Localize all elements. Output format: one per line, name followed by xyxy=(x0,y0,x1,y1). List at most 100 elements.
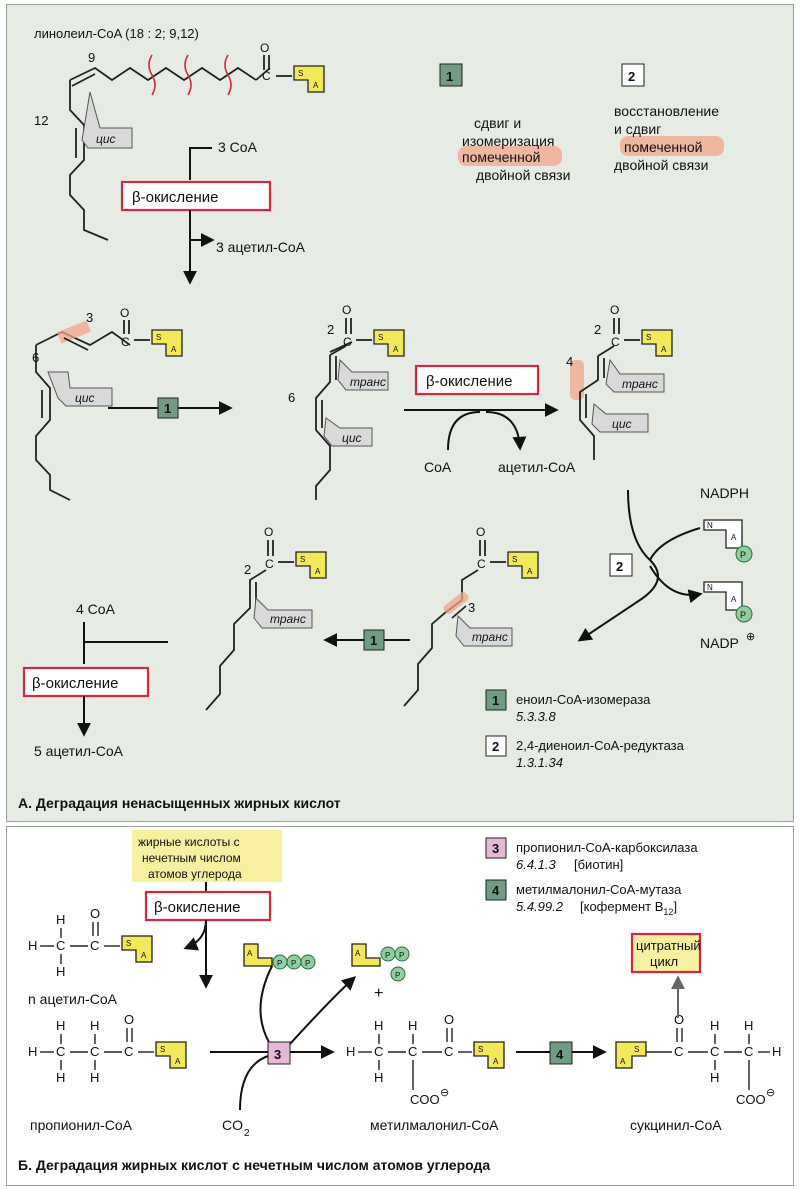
nadp-a: A xyxy=(731,595,737,604)
badge-2-legend-label: 2 xyxy=(628,69,635,84)
n-acetyl-label: n ацетил-CoA xyxy=(28,991,118,1007)
coa-tag-icon xyxy=(293,65,325,93)
succ-c-1: C xyxy=(674,1044,683,1059)
cis-callout-1: цис xyxy=(81,91,133,149)
nadp-p: P xyxy=(740,610,746,620)
cis-label-2: цис xyxy=(75,391,95,405)
prop-h-4: H xyxy=(90,1070,99,1085)
succ-coo-charge: ⊖ xyxy=(766,1087,775,1099)
coa3-label: 3 CoA xyxy=(218,139,258,155)
succ-c-2: C xyxy=(710,1044,719,1059)
adp-pi-icon: A P P P xyxy=(351,943,410,982)
badge-2a-label: 2 xyxy=(616,559,623,574)
beta-oxidation-box-1 xyxy=(120,180,272,212)
badge-3-label: 3 xyxy=(274,1047,281,1062)
trans-label-4: транс xyxy=(270,612,306,626)
badge-1-key-label: 1 xyxy=(492,693,499,708)
coa-tag-icon xyxy=(121,935,153,963)
acetyl-h-left: H xyxy=(28,938,37,953)
step2-line-2: и сдвиг xyxy=(614,121,661,137)
num-3b: 3 xyxy=(468,600,475,615)
nadph-icon: N A P xyxy=(703,519,753,563)
succ-h-right: H xyxy=(772,1044,781,1059)
enoyl-3-chain: O C xyxy=(403,525,539,707)
succinyl-label: сукцинил-CoA xyxy=(630,1117,722,1133)
enzyme4-cof-main: [кофермент B xyxy=(580,899,663,914)
num-6b: 6 xyxy=(288,390,295,405)
enzyme-badge-3-key xyxy=(485,837,507,859)
step2-line-4: двойной связи xyxy=(614,157,708,173)
caption-a: А. Деградация ненасыщенных жирных кислот xyxy=(18,795,341,811)
badge-4-key-label: 4 xyxy=(492,883,500,898)
num-12: 12 xyxy=(34,113,48,128)
propionyl-coa-structure: H H H C C C O H H xyxy=(28,1012,187,1085)
cis-label-4: цис xyxy=(612,417,632,431)
coa-tag-icon xyxy=(295,551,327,579)
cis-callout-2: цис xyxy=(47,371,113,407)
prop-h-left: H xyxy=(28,1044,37,1059)
enzyme-badge-1b xyxy=(363,629,385,651)
num-6: 6 xyxy=(32,350,39,365)
acetyl-label: ацетил-CoA xyxy=(498,459,576,475)
succ-s: S xyxy=(634,1045,639,1054)
step2-line-1: восстановление xyxy=(614,103,719,119)
succ-coo: COO xyxy=(736,1092,766,1107)
citrate-cycle-box xyxy=(630,932,702,974)
step1-line-2: изомеризация xyxy=(462,133,555,149)
step1-line-4: двойной связи xyxy=(476,167,570,183)
coa-tag-icon xyxy=(507,551,539,579)
carbonyl-o-4: O xyxy=(610,303,619,317)
mm-h-1: H xyxy=(374,1018,383,1033)
succ-h-1: H xyxy=(710,1018,719,1033)
methylmalonyl-structure: H H H C C C O H COO ⊖ xyxy=(346,1012,505,1107)
nadph-label: NADPH xyxy=(700,485,749,501)
carbon-c-6: C xyxy=(265,557,274,571)
trans-callout-3: транс xyxy=(455,614,513,647)
step1-line-3: помеченной xyxy=(462,149,540,165)
acetyl-o: O xyxy=(90,906,100,921)
enzyme2-name: 2,4-диеноил-CoA-редуктаза xyxy=(516,738,685,753)
co2-label: CO xyxy=(222,1117,243,1133)
acetyl5-label: 5 ацетил-CoA xyxy=(34,743,124,759)
trans-label-2: транс xyxy=(622,377,658,391)
beta-oxidation-box-b xyxy=(144,890,272,922)
nadph-a: A xyxy=(731,533,737,542)
succ-c-3: C xyxy=(744,1044,753,1059)
num-4: 4 xyxy=(566,354,573,369)
cis-label-3: цис xyxy=(342,431,362,445)
propionyl-label: пропионил-CoA xyxy=(30,1117,133,1133)
enzyme-badge-1a xyxy=(157,397,179,419)
highlight-step2 xyxy=(620,136,724,156)
enzyme3-name: пропионил-CoA-карбоксилаза xyxy=(516,840,698,855)
methylmalonyl-label: метилмалонил-CoA xyxy=(370,1117,499,1133)
enzyme2-ec: 1.3.1.34 xyxy=(516,755,563,770)
atp-p-1: P xyxy=(277,959,282,968)
odd-line-2: нечетным числом xyxy=(142,851,241,865)
succ-o: O xyxy=(674,1012,684,1027)
carbon-c-3: C xyxy=(343,335,352,349)
odd-fatty-acids-box xyxy=(132,830,282,882)
prop-c-1: C xyxy=(56,1044,65,1059)
step2-line-3: помеченной xyxy=(624,139,702,155)
beta-label-2: β-окисление xyxy=(426,373,513,390)
enzyme3-cofactor: [биотин] xyxy=(574,857,623,872)
nadph-n: N xyxy=(707,521,713,530)
mm-c-3: C xyxy=(444,1044,453,1059)
nadp-icon: N A P xyxy=(703,581,753,623)
mm-coo: COO xyxy=(410,1092,440,1107)
mm-h-2: H xyxy=(408,1018,417,1033)
nadp-charge: ⊕ xyxy=(746,631,755,643)
carbon-c-1: C xyxy=(262,69,271,83)
coa-tag-icon xyxy=(473,1041,505,1069)
acetyl-coa-structure: H H C H C O xyxy=(28,906,153,979)
adp-p-2: P xyxy=(399,951,404,960)
caption-b: Б. Деградация жирных кислот с нечетным ч… xyxy=(18,1157,490,1173)
mm-o: O xyxy=(444,1012,454,1027)
citrate-line-1: цитратный xyxy=(636,938,701,953)
enzyme-badge-2a xyxy=(609,553,633,577)
prop-h-3: H xyxy=(56,1070,65,1085)
adp-a: A xyxy=(355,949,361,958)
carbon-c-5: C xyxy=(477,557,486,571)
acetyl-h-top: H xyxy=(56,912,65,927)
